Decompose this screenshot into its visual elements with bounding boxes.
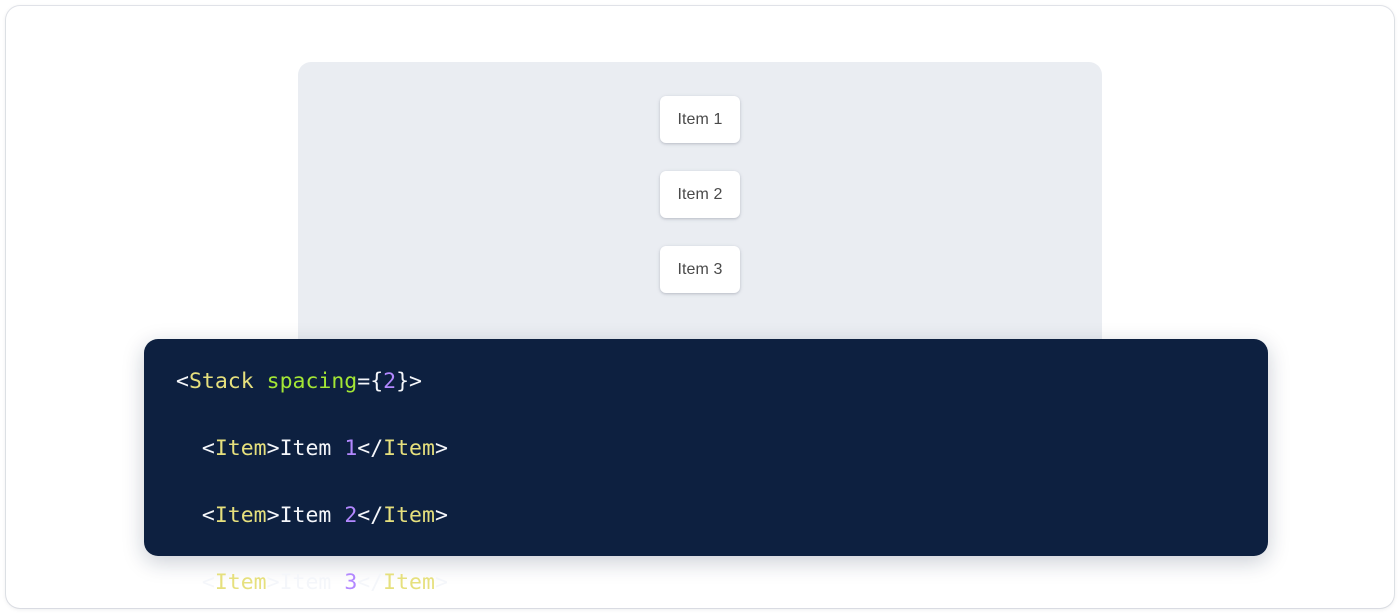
code-token-tag: Stack	[189, 369, 254, 394]
code-token-num: 1	[344, 436, 357, 461]
code-token-punct: </	[357, 503, 383, 528]
code-line: <Item>Item 2</Item>	[176, 499, 1236, 533]
stack-item[interactable]: Item 3	[660, 246, 740, 293]
code-token-punct: <	[176, 570, 215, 595]
stack-preview-panel: Item 1 Item 2 Item 3	[298, 62, 1102, 362]
code-token-text: Item	[280, 503, 345, 528]
code-token-punct: </	[357, 570, 383, 595]
code-line: <Stack spacing={2}>	[176, 365, 1236, 399]
stack-item[interactable]: Item 2	[660, 171, 740, 218]
stack-container: Item 1 Item 2 Item 3	[660, 96, 740, 293]
code-token-num: 2	[383, 369, 396, 394]
code-token-punct: <	[176, 503, 215, 528]
code-line: <Item>Item 3</Item>	[176, 566, 1236, 600]
code-token-punct: >	[267, 570, 280, 595]
code-token-punct: }>	[396, 369, 422, 394]
code-token-tag: Item	[383, 570, 435, 595]
code-token-tag: Item	[215, 570, 267, 595]
code-token-tag: Item	[215, 503, 267, 528]
code-line: <Item>Item 1</Item>	[176, 432, 1236, 466]
code-token-punct: ={	[357, 369, 383, 394]
code-token-punct: >	[267, 503, 280, 528]
code-token-num: 3	[344, 570, 357, 595]
code-token-text: Item	[280, 436, 345, 461]
code-token-num: 2	[344, 503, 357, 528]
code-token-tag: Item	[383, 503, 435, 528]
page-frame: Item 1Item 2Item 3 <Stack spacing={2}> <…	[6, 6, 1394, 608]
code-token-punct: </	[357, 436, 383, 461]
code-token-punct: <	[176, 369, 189, 394]
stack-item[interactable]: Item 1	[660, 96, 740, 143]
code-snippet-panel: <Stack spacing={2}> <Item>Item 1</Item> …	[144, 339, 1268, 556]
code-block: <Stack spacing={2}> <Item>Item 1</Item> …	[176, 365, 1236, 608]
code-token-punct: >	[435, 570, 448, 595]
code-token-punct: >	[435, 436, 448, 461]
code-token-punct: >	[267, 436, 280, 461]
code-token-tag: Item	[383, 436, 435, 461]
code-token-tag: Item	[215, 436, 267, 461]
code-token-attr: spacing	[254, 369, 358, 394]
code-token-punct: >	[435, 503, 448, 528]
code-token-punct: <	[176, 436, 215, 461]
code-token-text: Item	[280, 570, 345, 595]
